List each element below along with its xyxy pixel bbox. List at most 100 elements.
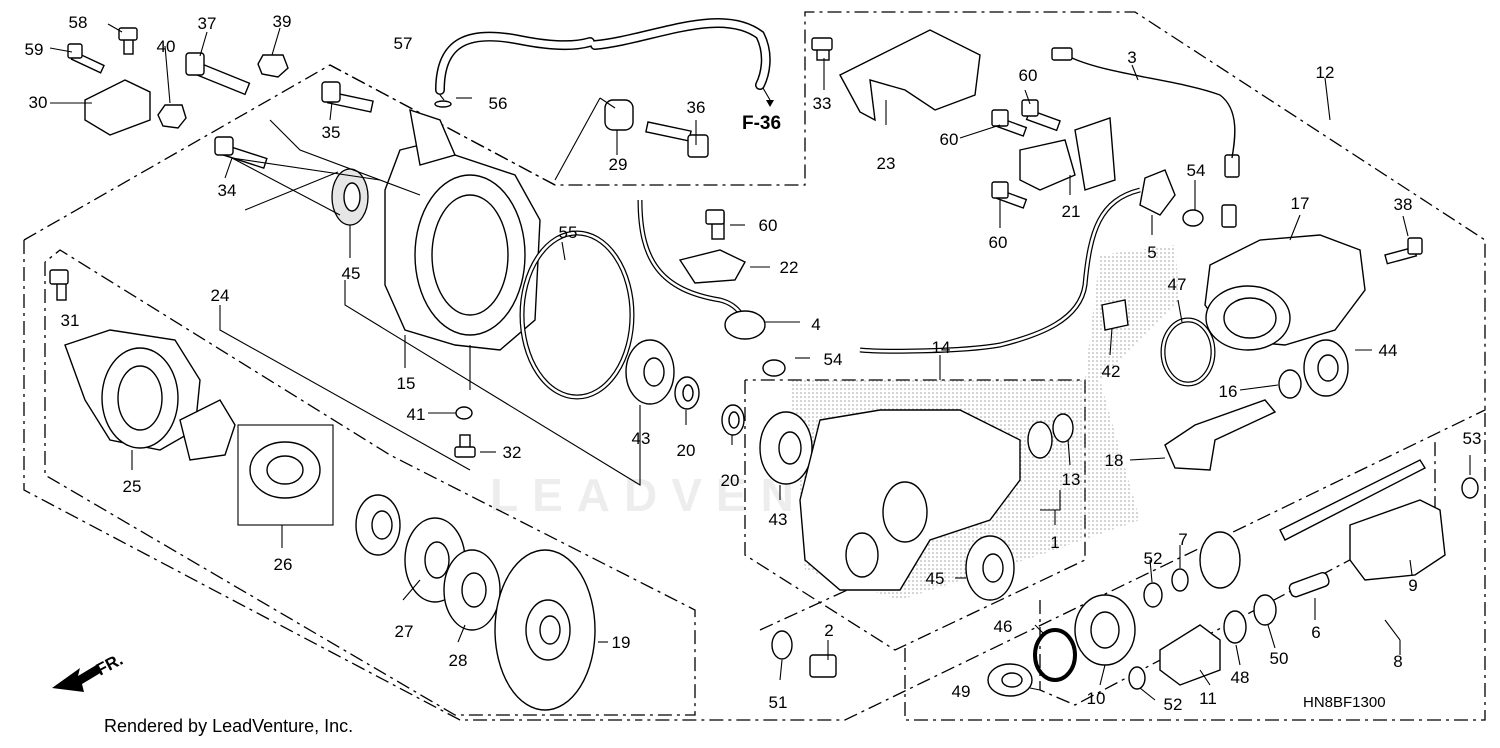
bearing-43a xyxy=(625,339,675,405)
boot-11 xyxy=(1159,624,1221,686)
reference-label[interactable]: F-36 xyxy=(742,113,782,134)
callout-53: 53 xyxy=(1463,429,1482,448)
bracket-22 xyxy=(678,249,746,284)
callout-11: 11 xyxy=(1199,689,1217,708)
callout-10: 10 xyxy=(1087,689,1106,708)
callout-48: 48 xyxy=(1231,668,1250,687)
callout-21: 21 xyxy=(1062,202,1081,221)
shim-28 xyxy=(443,549,501,631)
callout-16: 16 xyxy=(1219,382,1238,401)
nut-39 xyxy=(257,54,289,78)
diagram-code: HN8BF1300 xyxy=(1303,694,1386,711)
bolt-60b xyxy=(991,109,1028,137)
callout-1: 1 xyxy=(1050,533,1059,552)
callout-26: 26 xyxy=(274,555,293,574)
callout-56: 56 xyxy=(489,94,508,113)
bolt-37 xyxy=(185,52,251,96)
callout-39: 39 xyxy=(273,12,292,31)
callout-2: 2 xyxy=(824,621,833,640)
callout-19: 19 xyxy=(612,633,631,652)
washer-54b xyxy=(762,359,786,377)
bolt-58 xyxy=(118,27,138,55)
callout-17: 17 xyxy=(1291,194,1310,213)
callout-15: 15 xyxy=(397,374,416,393)
motor-17 xyxy=(1204,204,1366,351)
washer-54a xyxy=(1182,209,1204,227)
ring-7 xyxy=(1171,568,1189,592)
bolt-60a xyxy=(1021,99,1061,132)
callout-40: 40 xyxy=(157,37,176,56)
callout-59: 59 xyxy=(25,40,44,59)
callout-3: 3 xyxy=(1127,48,1136,67)
callout-58: 58 xyxy=(69,13,88,32)
bearing-43b xyxy=(759,411,813,485)
bolt-38 xyxy=(1384,237,1423,265)
callout-44: 44 xyxy=(1379,341,1398,360)
clip-56 xyxy=(434,100,452,108)
callout-57: 57 xyxy=(394,34,413,53)
washer-16 xyxy=(1278,369,1302,399)
pinion-shaft-part xyxy=(179,399,236,461)
callout-34: 34 xyxy=(218,181,237,200)
sensor-21 xyxy=(1019,117,1116,191)
diff-case xyxy=(64,329,201,451)
cover-23 xyxy=(839,29,981,122)
spring-6 xyxy=(1288,572,1330,598)
callout-52a: 52 xyxy=(1144,549,1163,568)
callout-46: 46 xyxy=(994,617,1013,636)
washer-50 xyxy=(1253,594,1277,626)
bolt-31 xyxy=(49,269,69,301)
callout-5: 5 xyxy=(1147,243,1156,262)
callout-60a: 60 xyxy=(1019,66,1038,85)
callout-49: 49 xyxy=(952,682,971,701)
callout-numbers: 1 2 3 4 5 6 7 8 9 10 11 12 13 14 15 16 1… xyxy=(25,12,1482,714)
callout-29: 29 xyxy=(609,155,628,174)
bolt-36 xyxy=(645,121,709,158)
washer-41 xyxy=(455,406,473,420)
callout-45b: 45 xyxy=(926,569,945,588)
driveshaft-8 xyxy=(1199,459,1479,589)
front-arrow xyxy=(52,664,102,692)
callout-51: 51 xyxy=(769,693,788,712)
callout-4: 4 xyxy=(811,315,820,334)
callout-27: 27 xyxy=(395,622,414,641)
side-gear xyxy=(355,494,401,556)
callout-7: 7 xyxy=(1178,530,1187,549)
washer-20b xyxy=(721,404,745,436)
callout-55: 55 xyxy=(559,223,578,242)
pinion-bearing-13 xyxy=(1027,413,1074,459)
clip-42 xyxy=(1101,299,1129,331)
bolt-33 xyxy=(811,37,833,61)
callout-60d: 60 xyxy=(989,233,1008,252)
bolt-2 xyxy=(809,654,837,678)
bolt-60c xyxy=(991,181,1028,209)
callout-6: 6 xyxy=(1311,623,1320,642)
callout-54a: 54 xyxy=(1187,161,1206,180)
callout-18: 18 xyxy=(1105,451,1124,470)
callout-43a: 43 xyxy=(632,429,651,448)
bearing-44 xyxy=(1303,339,1349,397)
callout-60b: 60 xyxy=(759,216,778,235)
callout-8: 8 xyxy=(1393,652,1402,671)
gear-case-14 xyxy=(799,409,1021,591)
o-ring-47 xyxy=(1160,317,1216,387)
breather-tube xyxy=(435,17,771,95)
callout-32: 32 xyxy=(503,443,522,462)
callout-20b: 20 xyxy=(721,471,740,490)
callout-37: 37 xyxy=(198,14,217,33)
callout-28: 28 xyxy=(449,651,468,670)
pinion-18 xyxy=(1164,399,1277,471)
callout-13: 13 xyxy=(1062,470,1081,489)
washer-48 xyxy=(1223,610,1247,644)
nut-40 xyxy=(157,104,187,129)
ring-52b xyxy=(1128,666,1146,690)
callout-35: 35 xyxy=(322,123,341,142)
bolt-35 xyxy=(321,81,374,113)
washer-51 xyxy=(771,630,793,660)
callout-54b: 54 xyxy=(824,350,843,369)
bracket-30 xyxy=(84,79,151,136)
callout-30: 30 xyxy=(29,93,48,112)
ring-52a xyxy=(1143,582,1163,608)
callout-22: 22 xyxy=(780,258,799,277)
